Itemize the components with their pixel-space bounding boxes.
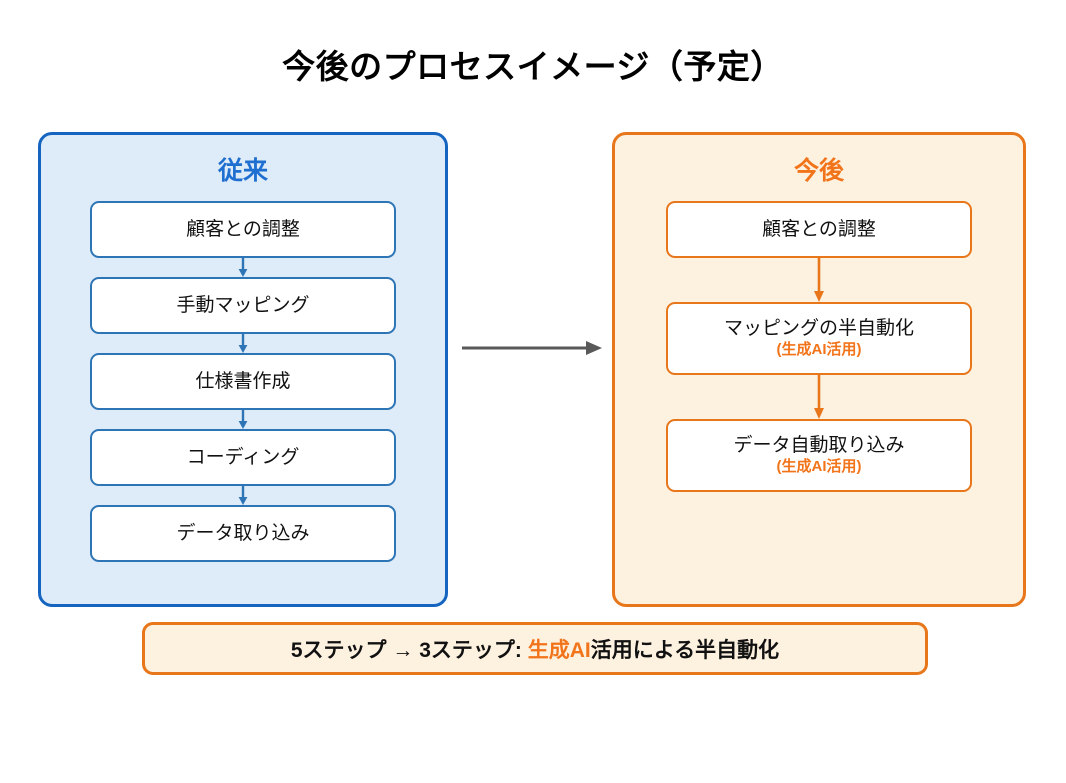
flow-arrow-down-icon xyxy=(814,258,824,302)
right-arrow-icon xyxy=(462,341,602,355)
flow-arrow-down-icon xyxy=(238,410,248,429)
step-label: 顧客との調整 xyxy=(762,218,876,240)
step-box[interactable]: データ取り込み xyxy=(90,505,396,562)
step-label: 手動マッピング xyxy=(176,294,310,316)
flow-arrow-down-icon xyxy=(238,334,248,353)
panel-before: 従来 顧客との調整 手動マッピング 仕様書作成 コーディング xyxy=(38,132,448,607)
flow-arrow-down-icon xyxy=(814,375,824,419)
summary-caption-bar: 5ステップ → 3ステップ: 生成AI活用による半自動化 xyxy=(142,622,928,675)
panel-before-header: 従来 xyxy=(217,157,268,185)
step-box[interactable]: マッピングの半自動化 (生成AI活用) xyxy=(666,302,972,375)
step-label: マッピングの半自動化 xyxy=(723,317,914,339)
panel-after: 今後 顧客との調整 マッピングの半自動化 (生成AI活用) データ自動取り込み … xyxy=(612,132,1026,607)
step-label: コーディング xyxy=(186,446,300,468)
step-box[interactable]: 顧客との調整 xyxy=(666,201,972,258)
step-box[interactable]: データ自動取り込み (生成AI活用) xyxy=(666,419,972,492)
flow-before: 顧客との調整 手動マッピング 仕様書作成 コーディング データ取 xyxy=(41,201,445,562)
step-label: 顧客との調整 xyxy=(186,218,300,240)
step-sublabel: (生成AI活用) xyxy=(776,458,862,476)
step-box[interactable]: 顧客との調整 xyxy=(90,201,396,258)
step-label: データ自動取り込み xyxy=(733,434,905,456)
step-box[interactable]: 手動マッピング xyxy=(90,277,396,334)
panel-after-header: 今後 xyxy=(793,157,844,185)
step-label: 仕様書作成 xyxy=(195,370,291,392)
step-sublabel: (生成AI活用) xyxy=(776,341,862,359)
caption-accent: 生成AI xyxy=(527,638,591,662)
caption-prefix: 5ステップ → 3ステップ: xyxy=(290,638,528,662)
flow-after: 顧客との調整 マッピングの半自動化 (生成AI活用) データ自動取り込み (生成… xyxy=(615,201,1023,492)
flow-arrow-down-icon xyxy=(238,486,248,505)
flow-arrow-down-icon xyxy=(238,258,248,277)
caption-suffix: 活用による半自動化 xyxy=(590,638,780,662)
page-title: 今後のプロセスイメージ（予定） xyxy=(282,48,784,85)
step-box[interactable]: 仕様書作成 xyxy=(90,353,396,410)
step-label: データ取り込み xyxy=(176,522,310,544)
step-box[interactable]: コーディング xyxy=(90,429,396,486)
summary-caption-text: 5ステップ → 3ステップ: 生成AI活用による半自動化 xyxy=(291,634,779,664)
